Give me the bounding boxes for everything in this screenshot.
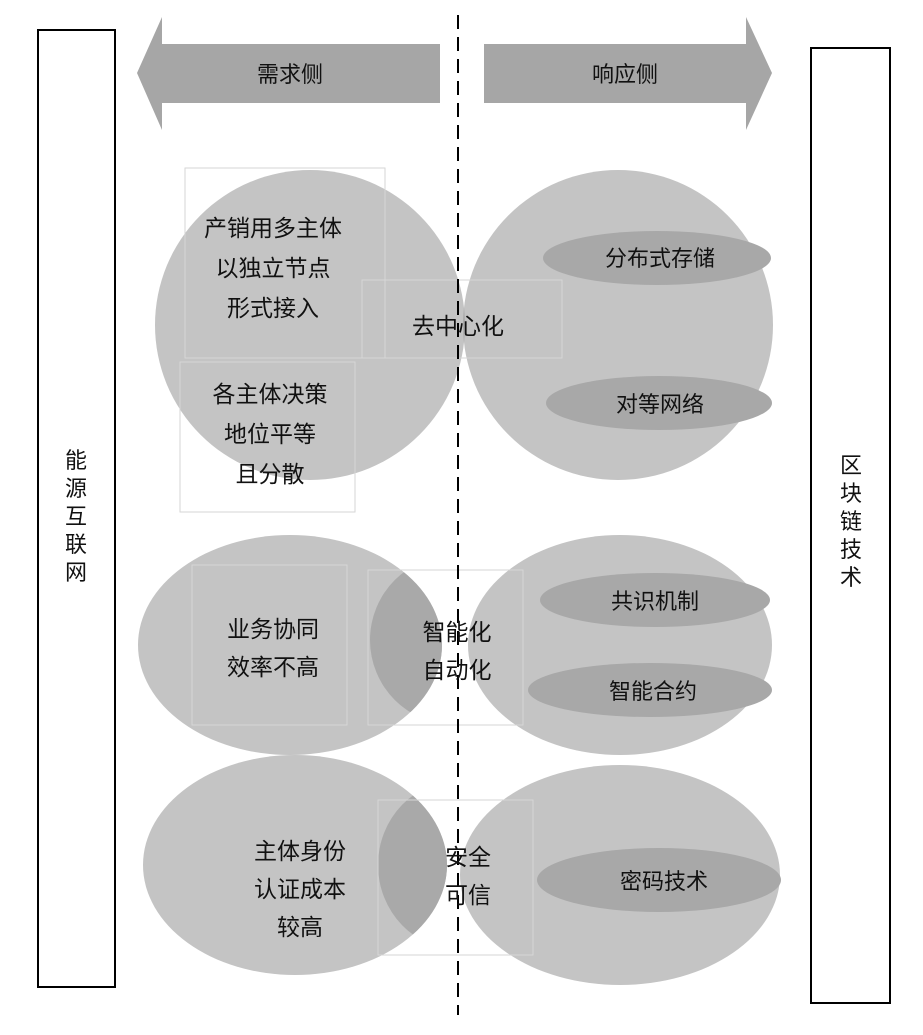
row2-left-ellipse <box>138 535 442 755</box>
row1-left-circle <box>155 170 465 480</box>
pill-p2p-network <box>546 376 772 430</box>
pill-cryptography-label: 密码技术 <box>620 870 708 895</box>
row3-overlap <box>378 780 447 950</box>
pill-consensus-label: 共识机制 <box>611 590 699 615</box>
row2-left-text-line-1: 效率不高 <box>227 655 319 681</box>
row3-center-text-line-0: 安全 <box>445 845 491 871</box>
demand-side-arrow <box>137 17 440 130</box>
pill-smart-contract-label: 智能合约 <box>609 680 697 705</box>
row2-faint-boxes <box>191 564 524 726</box>
right-box-label-line-4: 术 <box>840 566 862 591</box>
row1-center-text: 去中心化 <box>412 314 504 340</box>
row3-left-ellipse <box>143 755 447 975</box>
pill-cryptography <box>537 848 781 912</box>
row1-left-text-a-line-2: 形式接入 <box>227 296 319 322</box>
row1-left-text-b-line-2: 且分散 <box>236 462 305 488</box>
row1-faint-boxes <box>179 167 563 513</box>
row2-right-ellipse <box>468 535 772 755</box>
pill-p2p-network-label: 对等网络 <box>616 393 704 418</box>
left-box <box>37 29 116 988</box>
row1-left-text-a-line-1: 以独立节点 <box>216 256 331 282</box>
row2-left-text-line-0: 业务协同 <box>227 617 319 643</box>
left-box-label-line-1: 源 <box>65 477 87 502</box>
row3-left-text-line-2: 较高 <box>277 915 323 941</box>
pill-consensus <box>540 573 770 627</box>
pill-distributed-storage-label: 分布式存储 <box>605 247 715 272</box>
row1-left-text-a-line-0: 产销用多主体 <box>204 216 342 242</box>
pill-distributed-storage <box>543 231 771 285</box>
row2-overlap <box>370 555 442 725</box>
row1-right-circle <box>463 170 773 480</box>
left-box-label-line-4: 网 <box>65 561 87 586</box>
left-box-label-line-0: 能 <box>65 449 87 474</box>
row3-left-text-line-0: 主体身份 <box>254 839 346 865</box>
row1-left-text-b-line-0: 各主体决策 <box>213 382 328 408</box>
row2-center-text-line-0: 智能化 <box>423 620 492 646</box>
pill-smart-contract <box>528 663 772 717</box>
left-box-label-line-3: 联 <box>65 533 87 558</box>
response-side-arrow <box>484 17 772 130</box>
row3-left-text-line-1: 认证成本 <box>254 877 346 903</box>
right-box-label-line-0: 区 <box>840 454 862 479</box>
row3-center-text-line-1: 可信 <box>445 883 491 909</box>
row1-center-text-line-0: 去中心化 <box>412 314 504 340</box>
right-box-label-line-1: 块 <box>840 482 862 507</box>
right-box-label-line-2: 链 <box>840 510 862 535</box>
row3-faint-boxes <box>377 799 534 956</box>
row1-left-text-b-line-1: 地位平等 <box>224 422 316 448</box>
row2-center-text-line-1: 自动化 <box>423 658 492 684</box>
left-box-label-line-2: 互 <box>65 505 87 530</box>
response-side-label: 响应侧 <box>592 63 658 88</box>
demand-side-label: 需求侧 <box>257 63 323 88</box>
right-box <box>810 47 891 1004</box>
right-box-label-line-3: 技 <box>840 538 862 563</box>
